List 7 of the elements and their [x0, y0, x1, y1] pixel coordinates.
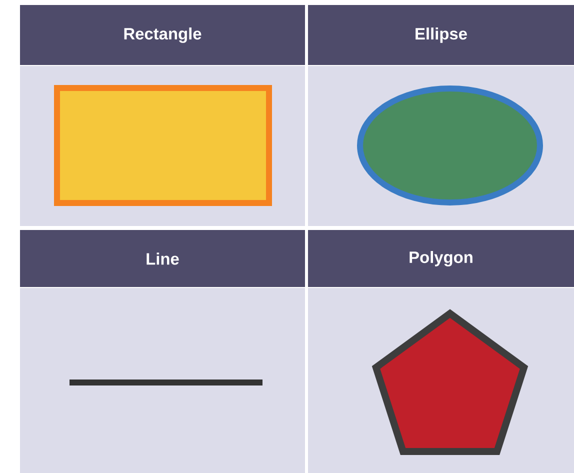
- node-label: Line: [146, 252, 179, 265]
- box-shape: [54, 85, 272, 206]
- table-cell: Line: [20, 230, 305, 473]
- ellipse-shape: [357, 86, 543, 206]
- node-label: Rectangle: [124, 28, 202, 43]
- node-label: Polygon: [410, 251, 472, 266]
- node-label: Ellipse: [416, 28, 467, 43]
